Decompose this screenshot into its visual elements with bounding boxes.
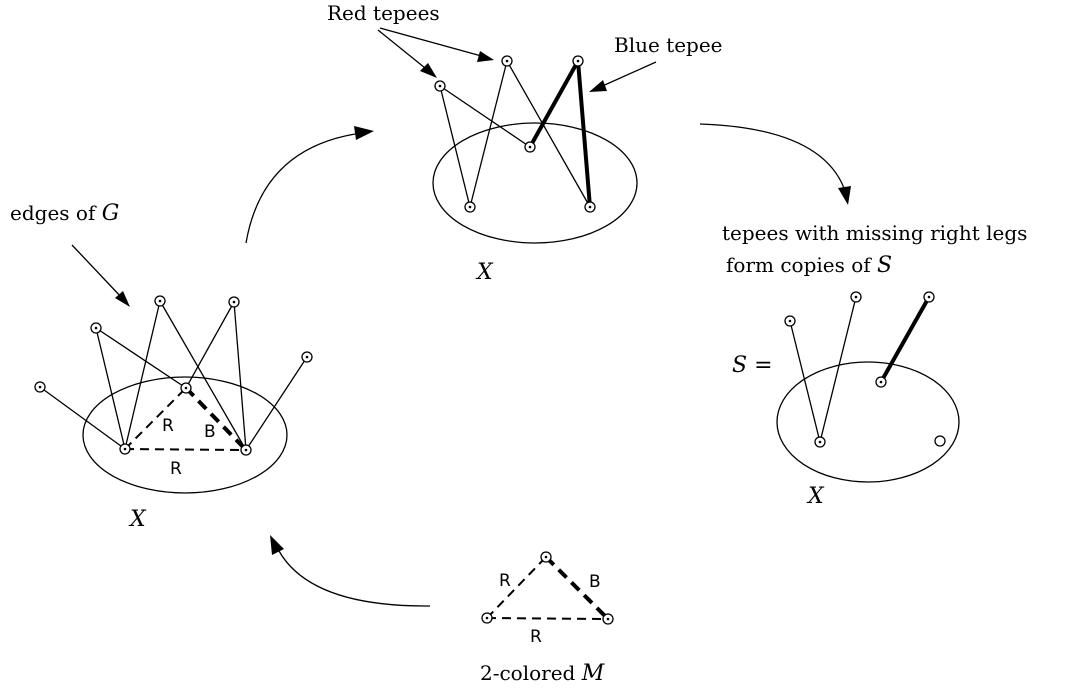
form-copies-text: form copies of bbox=[726, 253, 877, 277]
vertex-dot bbox=[244, 448, 248, 452]
s-symbol: S bbox=[877, 253, 892, 278]
edge-label-b: B bbox=[204, 422, 216, 442]
two-colored-text: 2-colored bbox=[480, 661, 582, 685]
s-edge bbox=[789, 320, 821, 443]
edge-label-r: R bbox=[530, 627, 542, 647]
s-equals-label: S = bbox=[732, 353, 773, 378]
s-edge-blue bbox=[879, 296, 931, 383]
blue-tepee-leg bbox=[576, 60, 592, 208]
set-x-ellipse-right bbox=[776, 361, 960, 483]
red-tepee-leg bbox=[439, 85, 471, 208]
vertex-dot bbox=[468, 205, 472, 209]
edges-of-g-pointer-head bbox=[115, 291, 130, 307]
blue-tepee-label: Blue tepee bbox=[614, 33, 723, 57]
tepees-caption-line1: tepees with missing right legs bbox=[722, 221, 1027, 245]
red-edge-dashed bbox=[486, 617, 609, 620]
graph-edge bbox=[39, 386, 126, 450]
vertex-dot bbox=[485, 616, 489, 620]
edge-label-b: B bbox=[589, 572, 601, 592]
edge-label-r: R bbox=[162, 416, 174, 436]
red-tepees-pointer bbox=[379, 27, 486, 58]
graph-edge bbox=[124, 300, 161, 450]
vertex-dot bbox=[94, 326, 98, 330]
vertex-dot bbox=[505, 59, 509, 63]
blue-edge-dashed bbox=[184, 386, 248, 452]
vertex-dot bbox=[879, 380, 883, 384]
red-tepees-label: Red tepees bbox=[327, 1, 440, 25]
blue-tepee-leg bbox=[528, 60, 580, 148]
left-panel: R B R edges of G X bbox=[10, 201, 313, 532]
vertex-dot bbox=[818, 440, 822, 444]
vertex-dot bbox=[576, 59, 580, 63]
vertex-dot bbox=[544, 555, 548, 559]
graph-edge bbox=[95, 327, 187, 389]
tepees-caption-line2: form copies of S bbox=[726, 253, 892, 278]
edge-label-r: R bbox=[170, 459, 182, 479]
blue-tepee-pointer-head bbox=[589, 80, 607, 92]
graph-edge bbox=[159, 300, 247, 451]
vertex-dot bbox=[158, 299, 162, 303]
two-colored-m-label: 2-colored M bbox=[480, 661, 605, 686]
vertex-dot bbox=[788, 319, 792, 323]
top-panel: Red tepees Blue tepee X bbox=[327, 1, 723, 285]
graph-edge bbox=[233, 301, 247, 451]
graph-edge bbox=[95, 327, 126, 450]
vertex-dot bbox=[305, 355, 309, 359]
set-x-label-right: X bbox=[806, 484, 825, 509]
blue-edge-dashed bbox=[544, 555, 610, 621]
vertex-dot bbox=[588, 205, 592, 209]
set-x-ellipse-left bbox=[82, 376, 288, 494]
flow-arrow-top-to-right bbox=[699, 123, 845, 189]
edge-label-r: R bbox=[499, 571, 511, 591]
vertex-dot bbox=[927, 295, 931, 299]
vertex-dot bbox=[123, 447, 127, 451]
red-tepees-pointer-head bbox=[420, 63, 437, 78]
vertex-dot bbox=[38, 385, 42, 389]
red-edge-dashed bbox=[124, 387, 187, 450]
g-symbol: G bbox=[102, 201, 120, 226]
s-edge bbox=[819, 296, 857, 443]
graph-edge bbox=[245, 356, 308, 451]
red-tepees-pointer bbox=[377, 29, 431, 73]
vertex-dot bbox=[854, 295, 858, 299]
red-edge-dashed bbox=[124, 448, 247, 451]
red-tepee-leg bbox=[469, 60, 508, 208]
vertex-dot bbox=[606, 617, 610, 621]
flow-arrowhead bbox=[270, 535, 284, 555]
set-x-label-left: X bbox=[128, 507, 147, 532]
edges-of-g-label: edges of G bbox=[10, 201, 119, 226]
m-symbol: M bbox=[581, 661, 605, 686]
cycle-arrows bbox=[245, 123, 851, 607]
vertex bbox=[934, 435, 946, 447]
flow-arrow-bottom-to-left bbox=[278, 550, 431, 607]
red-tepee-leg bbox=[506, 60, 591, 208]
flow-arrowhead bbox=[354, 126, 374, 140]
vertex-dot bbox=[528, 145, 532, 149]
vertex-dot bbox=[438, 84, 442, 88]
vertex-dot bbox=[184, 386, 188, 390]
flow-arrow-left-to-top bbox=[245, 133, 356, 244]
blue-tepee-pointer bbox=[597, 61, 657, 89]
red-tepees-pointer-head bbox=[477, 51, 494, 62]
red-tepee-leg bbox=[439, 85, 531, 148]
vertex-dot bbox=[232, 300, 236, 304]
right-panel: tepees with missing right legs form copi… bbox=[722, 221, 1027, 509]
set-x-ellipse-top bbox=[432, 122, 638, 244]
edges-of-text: edges of bbox=[10, 201, 102, 225]
edges-of-g-pointer bbox=[71, 244, 124, 300]
graph-edge bbox=[185, 301, 235, 389]
set-x-label-top: X bbox=[475, 260, 494, 285]
bottom-panel: R B R 2-colored M bbox=[480, 551, 614, 686]
flow-arrowhead bbox=[838, 186, 851, 205]
red-edge-dashed bbox=[486, 556, 547, 619]
